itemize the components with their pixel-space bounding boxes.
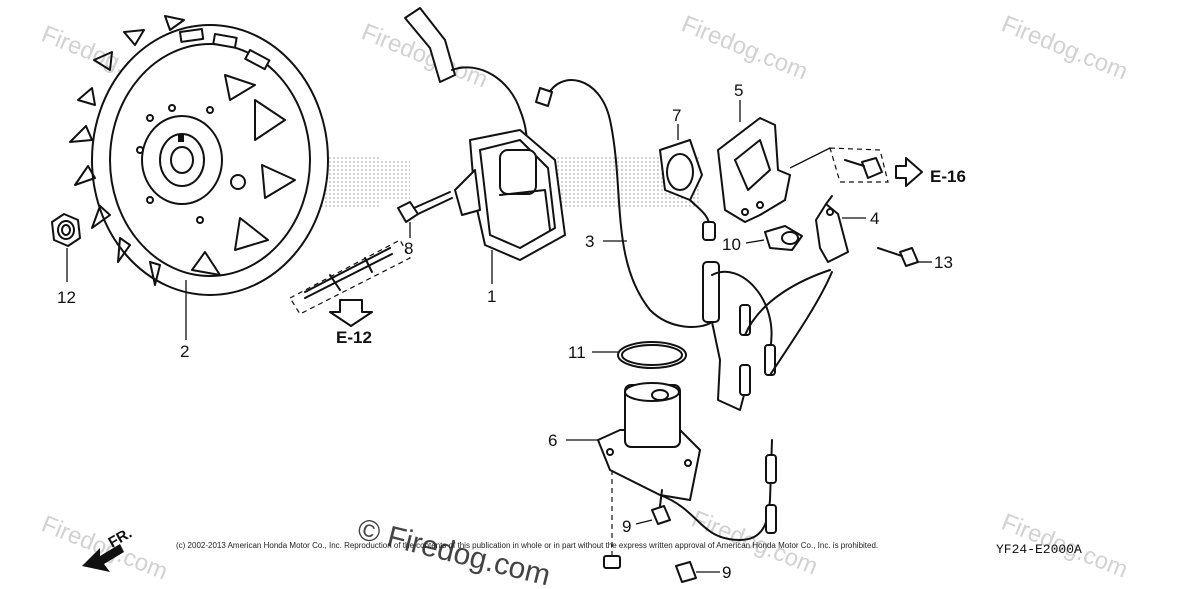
callout-13: 13 [934,253,953,272]
arrow-down-icon [329,299,373,327]
bolt-e16 [829,147,889,183]
callout-3: 3 [585,232,594,251]
bolt-9-lower: 9 [675,561,731,583]
watermark-far-right: Firedog.com [998,11,1132,86]
stud-bolt [289,239,411,315]
ref-e16-label: E-16 [930,167,966,186]
leader-10 [745,239,765,244]
callout-9b: 9 [722,563,731,582]
ref-e12-label: E-12 [336,328,372,347]
front-arrow-icon [82,544,124,572]
watermark-bottom-left: Firedog.com [38,511,172,586]
diagram-code: YF24-E2000A [996,542,1082,557]
callout-11: 11 [568,343,586,362]
callout-12: 12 [57,288,76,307]
watermark-top-right: Firedog.com [678,11,812,86]
copyright-notice: (c) 2002-2013 American Honda Motor Co., … [176,541,878,550]
callout-4: 4 [870,209,879,228]
callout-1: 1 [487,287,496,306]
flywheel: 2 [69,15,329,361]
bolt-dashed-outline [829,147,889,183]
stud-dashed-outline [289,239,411,315]
callout-5: 5 [734,81,743,100]
cross-ref-e12: E-12 [329,299,373,347]
spark-plug-cap [404,7,456,83]
leader-5b [789,147,831,169]
callout-7: 7 [672,106,681,125]
callout-6: 6 [548,431,557,450]
bolt-13: 13 [877,247,953,272]
solenoid: 6 [548,382,777,560]
ignition-coil: 1 [404,7,566,306]
callout-2: 2 [180,342,189,361]
resistor-module: 4 [815,195,879,263]
wire-harness: 3 [535,79,833,411]
stop-switch: 7 [659,106,716,241]
flange-nut: 12 [51,213,81,307]
callout-8: 8 [404,239,413,258]
leader-9a [635,519,653,525]
bolt-8: 8 [397,191,453,258]
small-nut [603,555,621,569]
bolt-9-upper: 9 [622,489,671,536]
callout-10: 10 [722,235,741,254]
watermark-main: © Firedog.com [354,513,553,589]
o-ring: 11 [568,341,687,369]
switch-bracket: 5 [717,81,831,223]
callout-9a: 9 [622,517,631,536]
cross-ref-e16: E-16 [895,157,966,187]
arrow-right-icon [895,157,923,187]
wire-clamp: 10 [722,225,803,254]
